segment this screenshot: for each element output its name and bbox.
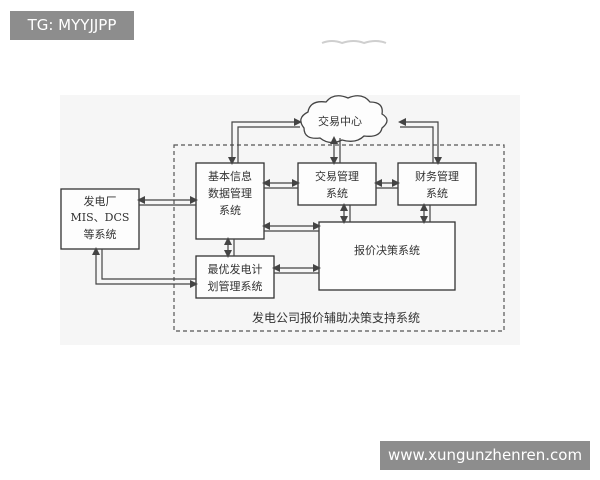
quote-decision-system-box: 报价决策系统 <box>318 221 456 291</box>
finance-management-box: 财务管理 系统 <box>397 162 477 206</box>
power-plant-label-line3: 等系统 <box>84 227 117 241</box>
arrow-power-plant-to-opt-plan <box>92 247 198 288</box>
power-plant-label-line1: 发电厂 <box>84 194 117 208</box>
power-plant-mis-dcs-box: 发电厂 MIS、DCS 等系统 <box>60 188 140 250</box>
basic-info-label-line1: 基本信息 <box>208 169 252 183</box>
quote-decision-label: 报价决策系统 <box>354 243 420 257</box>
arrow-trading-center-to-finance <box>398 118 442 165</box>
watermark-top-left: TG: MYYJJPP <box>10 11 134 40</box>
trade-management-box: 交易管理 系统 <box>297 162 377 206</box>
arrow-trading-center-to-finance-line2 <box>400 126 434 163</box>
opt-plan-label-line2: 划管理系统 <box>208 279 263 293</box>
watermark-bottom-right: www.xungunzhenren.com <box>380 441 590 470</box>
arrow-power-plant-to-opt-plan-line2 <box>101 249 196 280</box>
trade-mgmt-label-line1: 交易管理 <box>315 169 359 183</box>
basic-info-label-line3: 系统 <box>219 204 241 217</box>
basic-info-label-line2: 数据管理 <box>208 186 252 200</box>
trade-mgmt-label-line2: 系统 <box>326 187 348 200</box>
optimal-generation-plan-box: 最优发电计 划管理系统 <box>195 255 275 299</box>
basic-info-data-management-box: 基本信息 数据管理 系统 <box>195 162 265 240</box>
power-plant-label-line2: MIS、DCS <box>71 211 130 224</box>
finance-mgmt-label-line1: 财务管理 <box>415 169 459 183</box>
trading-center-label: 交易中心 <box>318 114 362 128</box>
system-boundary <box>173 144 505 332</box>
finance-mgmt-label-line2: 系统 <box>426 187 448 200</box>
arrow-basic-info-to-trading-center-line2 <box>237 126 300 163</box>
arrow-basic-info-to-trading-center <box>228 118 302 165</box>
opt-plan-label-line1: 最优发电计 <box>208 262 263 276</box>
trading-center-cloud: 交易中心 <box>300 95 388 144</box>
system-boundary-label: 发电公司报价辅助决策支持系统 <box>252 310 420 325</box>
scan-smudge <box>321 40 387 45</box>
